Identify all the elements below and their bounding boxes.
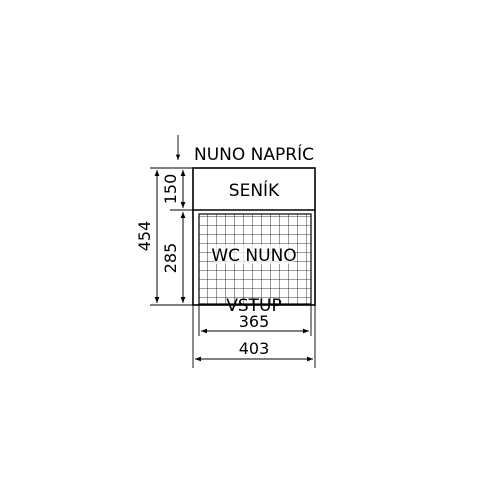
wc-label-backdrop	[215, 244, 293, 264]
hayloft-height-label: 150	[161, 174, 180, 205]
wc-height-label: 285	[161, 243, 180, 274]
building-outline	[192, 167, 316, 306]
total-height-label: 454	[135, 221, 154, 252]
plan-title: NUNO NAPRÍC	[194, 143, 314, 165]
inner-width-label: 365	[239, 312, 270, 331]
outer-width-label: 403	[239, 339, 270, 358]
entrance-label: VSTUP	[226, 296, 282, 316]
wc-label: WC NUNO	[211, 246, 296, 266]
hayloft-label: SENÍK	[229, 179, 280, 201]
